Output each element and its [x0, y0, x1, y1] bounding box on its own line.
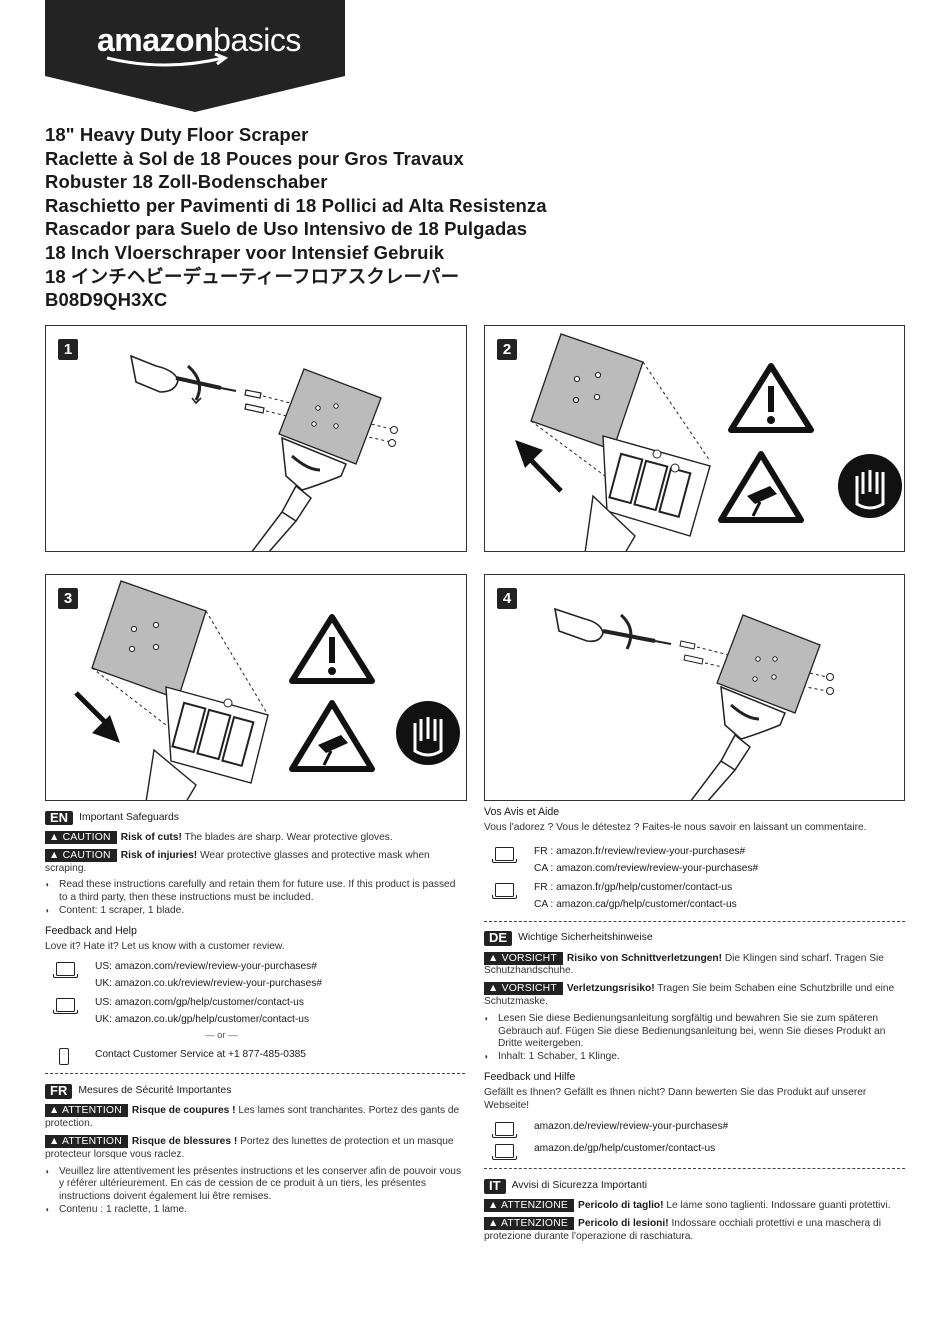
- step-3-illustration: [74, 580, 460, 800]
- or-separator: — or —: [205, 1030, 238, 1042]
- de-feedback-text: Gefällt es Ihnen? Gefällt es Ihnen nicht…: [484, 1086, 867, 1111]
- title-es: Rascador para Suelo de Uso Intensivo de …: [45, 218, 528, 240]
- de-heading: Wichtige Sicherheitshinweise: [518, 932, 653, 944]
- laptop-icon: [53, 962, 78, 979]
- de-links: amazon.de/review/review-your-purchases# …: [484, 1118, 905, 1161]
- en-bullets: Read these instructions carefully and re…: [45, 879, 465, 917]
- vorsicht-badge: ▲ VORSICHT: [484, 982, 563, 996]
- title-jp: 18 インチヘビーデューティーフロアスクレーパー: [45, 265, 460, 287]
- caution-badge: ▲ CAUTION: [45, 848, 117, 862]
- fr-heading: Mesures de Sécurité Importantes: [78, 1084, 232, 1096]
- bullet-item: Inhalt: 1 Schaber, 1 Klinge.: [484, 1051, 905, 1064]
- de-section-head: DE Wichtige Sicherheitshinweise: [484, 930, 905, 948]
- step-2-panel: 2: [484, 325, 905, 552]
- fr-bullets: Veuillez lire attentivement les présente…: [45, 1166, 465, 1217]
- product-code: B08D9QH3XC: [45, 289, 168, 311]
- fr-section-head: FR Mesures de Sécurité Importantes: [45, 1082, 465, 1100]
- bullet-item: Content: 1 scraper, 1 blade.: [45, 905, 465, 918]
- laptop-icon: [492, 882, 517, 899]
- review-link-fr[interactable]: FR : amazon.fr/review/review-your-purcha…: [534, 845, 746, 857]
- title-it: Raschietto per Pavimenti di 18 Pollici a…: [45, 194, 547, 216]
- caution-badge: ▲ CAUTION: [45, 831, 117, 844]
- lang-tag-fr: FR: [45, 1083, 73, 1099]
- bullet-item: Lesen Sie diese Bedienungsanleitung sorg…: [484, 1013, 905, 1051]
- divider: [484, 1168, 905, 1170]
- brand-logo: amazonbasics: [45, 0, 345, 112]
- step-2-illustration: [515, 333, 902, 551]
- step-4-panel: 4: [484, 574, 905, 801]
- step-number: 3: [58, 588, 78, 609]
- review-link-ca[interactable]: CA : amazon.com/review/review-your-purch…: [534, 862, 759, 874]
- lang-tag-de: DE: [484, 931, 513, 946]
- review-link-us[interactable]: US: amazon.com/review/review-your-purcha…: [95, 961, 317, 973]
- en-section-head: EN Important Safeguards: [45, 809, 465, 827]
- laptop-icon: [53, 998, 78, 1015]
- de-bullets: Lesen Sie diese Bedienungsanleitung sorg…: [484, 1013, 905, 1064]
- step-number: 4: [497, 588, 517, 609]
- phone-icon: [59, 1048, 69, 1066]
- customer-service-phone: Contact Customer Service at +1 877-485-0…: [95, 1049, 306, 1061]
- en-links: US: amazon.com/review/review-your-purcha…: [45, 958, 465, 1066]
- laptop-icon: [492, 1144, 517, 1161]
- step-1-panel: 1: [45, 325, 467, 552]
- bullet-item: Contenu : 1 raclette, 1 lame.: [45, 1204, 465, 1217]
- title-nl: 18 Inch Vloerschraper voor Intensief Geb…: [45, 241, 445, 263]
- review-link-uk[interactable]: UK: amazon.co.uk/review/review-your-purc…: [95, 978, 323, 990]
- product-titles: 18" Heavy Duty Floor Scraper Raclette à …: [45, 123, 925, 312]
- contact-link-us[interactable]: US: amazon.com/gp/help/customer/contact-…: [95, 997, 304, 1009]
- brand-wordmark: amazonbasics: [97, 22, 301, 58]
- contact-link-de[interactable]: amazon.de/gp/help/customer/contact-us: [534, 1143, 716, 1155]
- contact-link-fr[interactable]: FR : amazon.fr/gp/help/customer/contact-…: [534, 881, 733, 893]
- attention-badge: ▲ ATTENTION: [45, 1134, 128, 1148]
- vorsicht-badge: ▲ VORSICHT: [484, 951, 563, 965]
- lang-tag-it: IT: [484, 1178, 506, 1194]
- it-section-head: IT Avvisi di Sicurezza Importanti: [484, 1177, 905, 1195]
- divider: [45, 1073, 465, 1075]
- fr-feedback-text: Vous l'adorez ? Vous le détestez ? Faite…: [484, 821, 867, 833]
- bullet-item: Veuillez lire attentivement les présente…: [45, 1166, 465, 1204]
- de-feedback-heading: Feedback und Hilfe: [484, 1070, 576, 1083]
- step-number: 2: [497, 339, 517, 360]
- en-feedback-text: Love it? Hate it? Let us know with a cus…: [45, 940, 285, 952]
- attenzione-badge: ▲ ATTENZIONE: [484, 1199, 575, 1213]
- fr-links: FR : amazon.fr/review/review-your-purcha…: [484, 843, 905, 913]
- title-fr: Raclette à Sol de 18 Pouces pour Gros Tr…: [45, 147, 464, 169]
- step-3-panel: 3: [45, 574, 467, 801]
- attenzione-badge: ▲ ATTENZIONE: [484, 1217, 575, 1231]
- step-4-illustration: [553, 607, 834, 800]
- step-number: 1: [58, 339, 78, 360]
- laptop-icon: [492, 846, 517, 863]
- en-heading: Important Safeguards: [79, 811, 179, 823]
- right-column: Vos Avis et Aide Vous l'adorez ? Vous le…: [484, 806, 905, 1244]
- laptop-icon: [492, 1122, 517, 1139]
- divider: [484, 920, 905, 922]
- it-heading: Avvisi di Sicurezza Importanti: [511, 1179, 648, 1191]
- bullet-item: Read these instructions carefully and re…: [45, 879, 465, 905]
- contact-link-uk[interactable]: UK: amazon.co.uk/gp/help/customer/contac…: [95, 1014, 310, 1026]
- review-link-de[interactable]: amazon.de/review/review-your-purchases#: [534, 1121, 729, 1133]
- contact-link-ca[interactable]: CA : amazon.ca/gp/help/customer/contact-…: [534, 898, 737, 910]
- attention-badge: ▲ ATTENTION: [45, 1104, 128, 1118]
- en-feedback-heading: Feedback and Help: [45, 924, 137, 937]
- lang-tag-en: EN: [45, 810, 74, 826]
- title-de: Robuster 18 Zoll-Bodenschaber: [45, 171, 328, 193]
- step-1-illustration: [129, 354, 398, 551]
- fr-feedback-heading: Vos Avis et Aide: [484, 806, 560, 818]
- title-en: 18" Heavy Duty Floor Scraper: [45, 124, 309, 145]
